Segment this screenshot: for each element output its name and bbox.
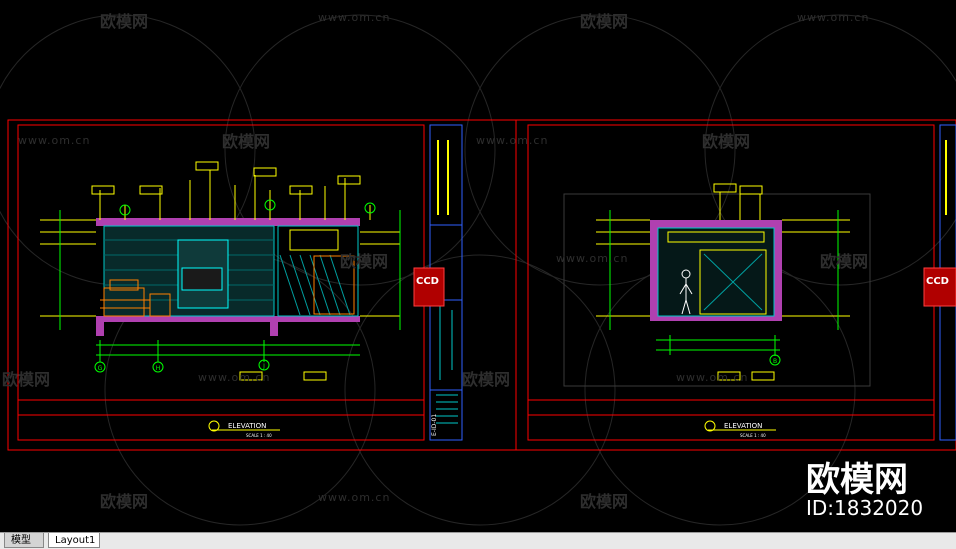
- watermark-url: www.om.cn: [476, 134, 549, 147]
- grid-marker-label: J: [262, 363, 265, 370]
- watermark-brand: 欧模网: [100, 12, 149, 31]
- sheet-1-logo-block: [413, 267, 445, 307]
- sheet-1-grid-markers: [94, 359, 270, 373]
- grid-marker: [769, 354, 781, 366]
- sheet-2-outer-frame: [515, 119, 956, 451]
- layout-tab-bar: 模型 Layout1: [0, 532, 956, 549]
- grid-marker: [152, 361, 164, 373]
- sheet-1-caption: ELEVATION: [228, 422, 266, 430]
- watermark-url: www.om.cn: [676, 371, 749, 384]
- sheet-1-logo: CCD: [416, 276, 439, 287]
- sheet-2-caption: ELEVATION: [724, 422, 762, 430]
- sheet-2-human-figure: [679, 269, 693, 315]
- sheet-2-logo-block: [923, 267, 956, 307]
- watermark-brand: 欧模网: [100, 492, 149, 511]
- sheet-2: [515, 119, 956, 451]
- sheet-1: [7, 119, 517, 451]
- watermark-big-brand: 欧模网: [806, 460, 908, 500]
- watermark-brand: 欧模网: [462, 370, 511, 389]
- sheet-1-ceiling-slab: [96, 218, 360, 226]
- watermark-url: www.om.cn: [18, 134, 91, 147]
- tab-model[interactable]: 模型: [4, 533, 44, 548]
- grid-marker: [94, 361, 106, 373]
- sheet-2-logo: CCD: [926, 276, 949, 287]
- watermark-brand: 欧模网: [580, 492, 629, 511]
- watermark-url: www.om.cn: [318, 491, 391, 504]
- sheet-2-wall-panel: [657, 227, 775, 317]
- watermark-brand: 欧模网: [340, 252, 389, 271]
- watermark-brand: 欧模网: [820, 252, 869, 271]
- tab-layout1[interactable]: Layout1: [48, 533, 100, 548]
- sheet-1-sheet-no: E-ID-01: [431, 414, 438, 436]
- watermark-url: www.om.cn: [318, 11, 391, 24]
- watermark-url: www.om.cn: [797, 11, 870, 24]
- sheet-1-furniture: [100, 279, 171, 317]
- watermark-url: www.om.cn: [556, 252, 629, 265]
- watermark-brand: 欧模网: [2, 370, 51, 389]
- grid-marker-label: G: [98, 365, 103, 372]
- sheet-2-scale: SCALE 1 : 40: [740, 433, 766, 438]
- watermark-brand: 欧模网: [702, 132, 751, 151]
- sheet-1-scale: SCALE 1 : 40: [246, 433, 272, 438]
- watermark-id: ID:1832020: [806, 496, 924, 520]
- drawing-canvas[interactable]: G H J ELEVATION SCALE 1 : 40 CCD E-ID-01: [0, 0, 956, 532]
- watermark-url: www.om.cn: [198, 371, 271, 384]
- watermark-brand: 欧模网: [222, 132, 271, 151]
- watermark-brand: 欧模网: [580, 12, 629, 31]
- grid-marker: [258, 359, 270, 371]
- grid-marker-label: H: [156, 365, 161, 372]
- grid-marker-label: B: [773, 358, 777, 365]
